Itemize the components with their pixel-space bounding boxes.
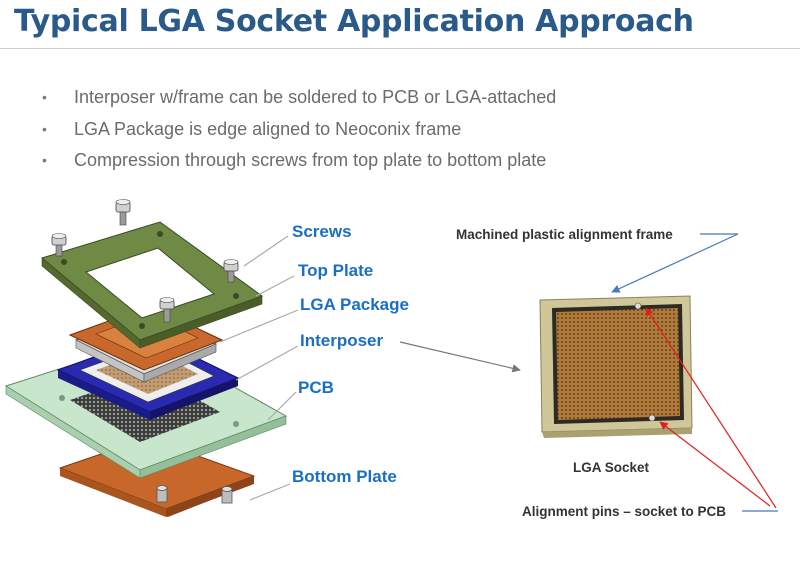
bullet-dot-icon: • [42,120,47,137]
label-alignment-pins: Alignment pins – socket to PCB [522,504,726,519]
callout-arrow [645,307,777,509]
screw-icon [159,297,175,323]
callout-arrow [659,421,771,507]
slide-title: Typical LGA Socket Application Approach [14,4,694,39]
leader-line [219,309,299,343]
leader-line [249,483,291,501]
bullet-list: • Interposer w/frame can be soldered to P… [40,82,556,177]
label-lga-package: LGA Package [300,295,409,314]
label-screws: Screws [292,222,352,241]
bullet-text: Interposer w/frame can be soldered to PC… [74,87,557,107]
bullet-item: • LGA Package is edge aligned to Neoconix… [40,114,556,146]
exploded-assembly [4,199,288,517]
top-plate [40,221,264,349]
screw-icon [223,259,239,283]
title-divider [0,48,800,49]
bullet-dot-icon: • [42,152,47,168]
leader-line [267,391,297,421]
lga-socket-image [539,295,693,438]
label-top-plate: Top Plate [298,261,373,280]
interposer-to-socket-arrow [399,341,521,373]
leader-lines [219,235,299,501]
label-lga-socket: LGA Socket [573,460,650,475]
label-alignment-frame: Machined plastic alignment frame [456,227,673,242]
bullet-dot-icon: • [42,89,47,105]
bottom-standoff-icon [221,486,233,504]
callout-arrow [611,233,739,293]
bottom-standoff-icon [156,485,168,503]
bullet-item: • Compression through screws from top pla… [40,145,556,177]
leader-line [235,345,299,381]
bullet-item: • Interposer w/frame can be soldered to P… [40,82,556,114]
pins-callout-arrows [645,307,778,512]
label-bottom-plate: Bottom Plate [292,467,397,486]
label-interposer: Interposer [300,331,384,350]
bullet-text: LGA Package is edge aligned to Neoconix … [74,118,462,139]
label-pcb: PCB [298,378,334,397]
screw-icon [115,199,131,226]
leader-line [255,275,295,297]
bullet-text: Compression through screws from top plat… [74,150,547,170]
leader-line [243,235,289,267]
screw-icon [51,233,67,257]
frame-callout-arrows [611,233,739,293]
